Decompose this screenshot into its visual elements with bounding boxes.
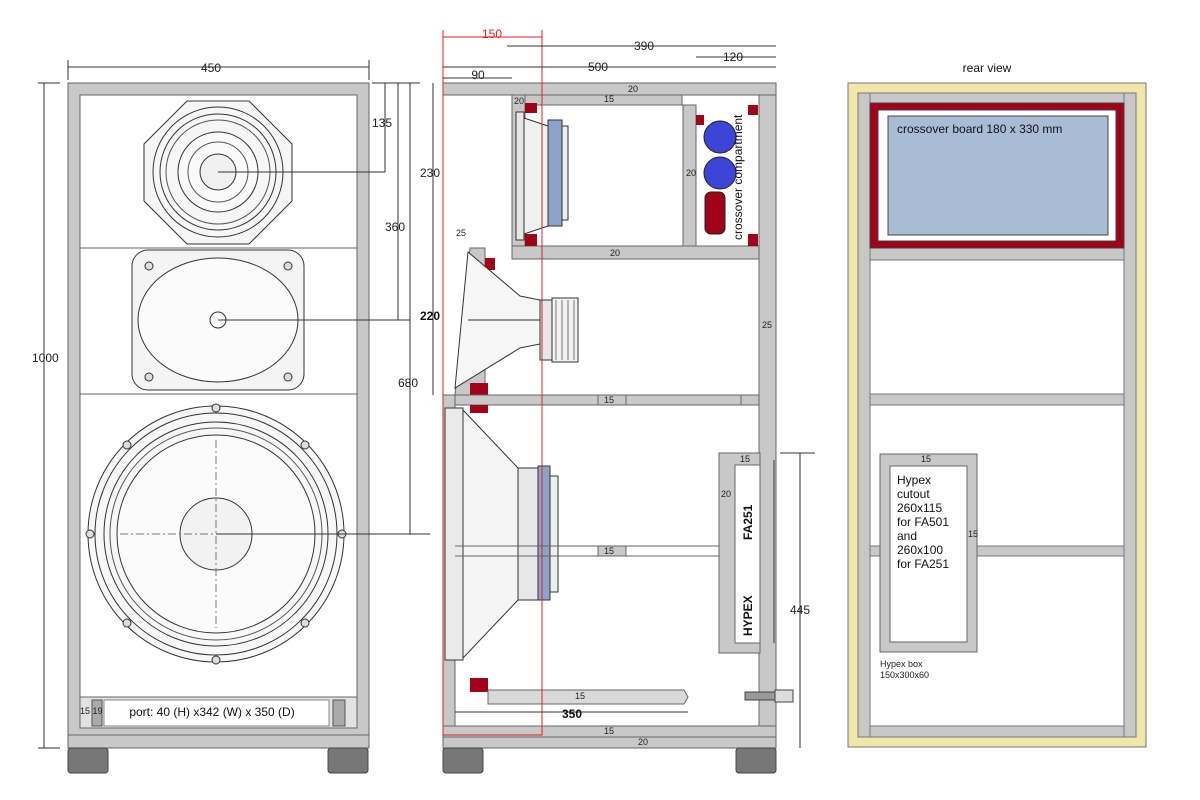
side-hypex-box: FA251 HYPEX [718, 452, 775, 654]
dim-15-d: 15 [740, 454, 750, 464]
side-rear-panel [758, 94, 777, 736]
dim-15-e: 15 [575, 691, 585, 701]
hypex-line-1: cutout [897, 487, 930, 501]
dim-25-b: 25 [762, 320, 772, 330]
dim-445: 445 [790, 603, 810, 617]
dim-360: 360 [385, 220, 405, 234]
crossover-compartment-label: crossover compartment [731, 114, 745, 240]
dim-20-a: 20 [514, 96, 524, 106]
rear-view-title: rear view [963, 61, 1012, 75]
side-foot-left [442, 747, 484, 774]
dim-20-b: 20 [686, 168, 696, 178]
hypex-box-line2: 150x300x60 [880, 670, 929, 680]
rear-crossover-board: crossover board 180 x 330 mm [869, 102, 1125, 249]
front-foot-left [67, 747, 109, 774]
rear-dim-15-side: 15 [968, 529, 978, 539]
front-plinth [67, 734, 370, 749]
dim-15-c: 15 [604, 546, 614, 556]
dim-680: 680 [398, 376, 418, 390]
port-label: port: 40 (H) x342 (W) x 350 (D) [129, 705, 294, 719]
dim-25-a: 25 [456, 228, 466, 238]
fa251-label: FA251 [741, 504, 755, 540]
dim-15-b: 15 [604, 395, 614, 405]
rear-dim-15-top: 15 [921, 454, 931, 464]
side-midrange-horn [454, 251, 579, 389]
dim-230: 230 [420, 166, 440, 180]
crossover-board-label: crossover board 180 x 330 mm [897, 122, 1062, 136]
rear-view: rear view crossover board 180 x 330 mm 1… [847, 61, 1147, 748]
side-foot-right [735, 747, 777, 774]
hypex-line-4: and [897, 529, 917, 543]
hypex-line-0: Hypex [897, 473, 931, 487]
dim-20-c: 20 [610, 248, 620, 258]
dim-120: 120 [723, 50, 743, 64]
rear-hypex-box: 15 15 Hypex cutout 260x115 for FA501 and… [879, 453, 978, 680]
dim-width: 450 [201, 61, 221, 75]
hypex-label: HYPEX [741, 595, 755, 636]
side-plinth [442, 736, 777, 749]
dim-15-f: 15 [604, 726, 614, 736]
dim-height: 1000 [32, 351, 59, 365]
port-side-label: 15 19 [80, 706, 103, 716]
hypex-line-3: for FA501 [897, 515, 949, 529]
dim-220: 220 [420, 309, 440, 323]
front-view: 15 19 port: 40 (H) x342 (W) x 350 (D) 45… [32, 60, 430, 774]
dim-500: 500 [588, 60, 608, 74]
dim-20-bottom: 20 [638, 737, 648, 747]
dim-20-top: 20 [628, 84, 638, 94]
dim-150: 150 [482, 27, 502, 41]
red-guide [442, 36, 543, 736]
side-woofer [444, 407, 559, 661]
hypex-box-line1: Hypex box [880, 659, 923, 669]
dim-20-d: 20 [721, 489, 731, 499]
front-foot-right [327, 747, 369, 774]
hypex-line-5: 260x100 [897, 543, 943, 557]
dim-90: 90 [471, 68, 485, 82]
dim-135: 135 [372, 116, 392, 130]
dim-390: 390 [634, 39, 654, 53]
dim-350: 350 [562, 707, 582, 721]
dim-15-a: 15 [604, 94, 614, 104]
crossover-compartment: crossover compartment [703, 114, 745, 240]
hypex-line-6: for FA251 [897, 557, 949, 571]
side-view: crossover compartment [420, 27, 815, 774]
front-port: 15 19 port: 40 (H) x342 (W) x 350 (D) [79, 696, 358, 729]
hypex-line-2: 260x115 [897, 501, 942, 515]
